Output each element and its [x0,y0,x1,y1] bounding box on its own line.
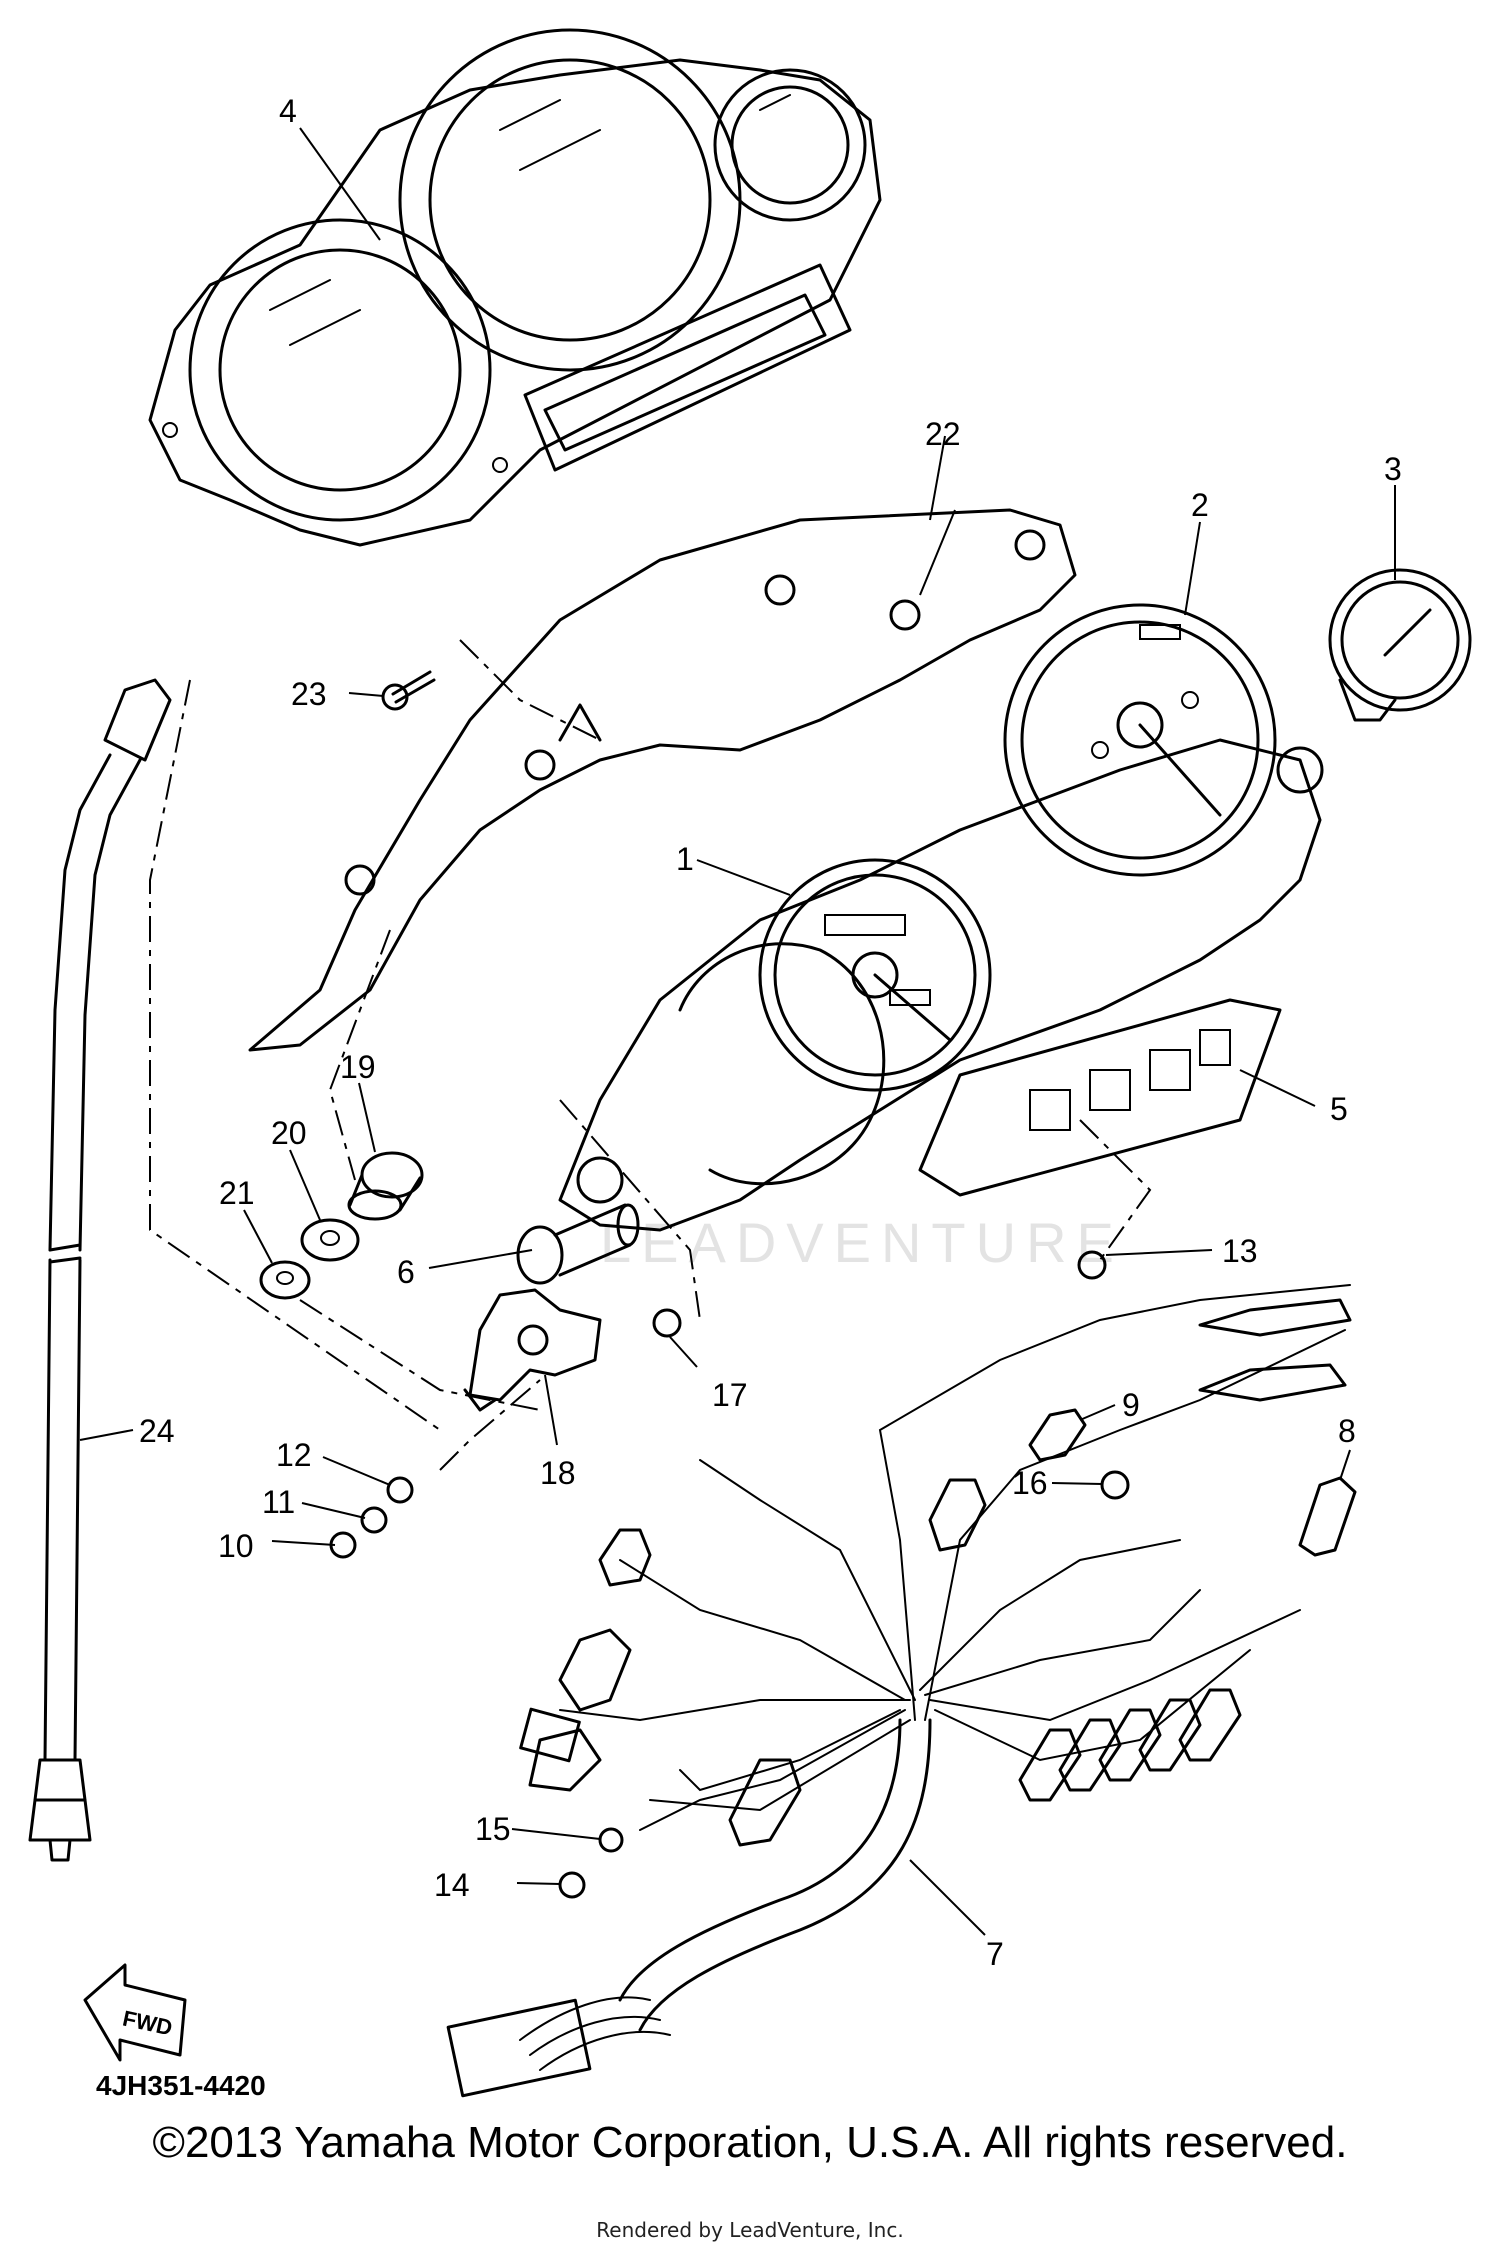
leader-lines [79,127,1396,1936]
callout-5: 5 [1330,1091,1348,1127]
watermark-text: LEADVENTURE [600,1211,1124,1274]
wire-harness [446,1284,1352,2098]
indicator-panel [918,998,1282,1197]
callout-2: 2 [1191,487,1209,523]
washer-12 [386,1476,414,1504]
callout-6: 6 [397,1254,415,1290]
lock-washer-15 [598,1827,624,1853]
callout-8: 8 [1338,1413,1356,1449]
callout-1: 1 [676,841,694,877]
callout-3: 3 [1384,451,1402,487]
callout-16: 16 [1012,1465,1048,1501]
assembly-guide-lines [149,639,1152,1471]
rendered-by-credit: Rendered by LeadVenture, Inc. [596,2218,904,2242]
callout-11: 11 [262,1484,295,1520]
washer [300,1218,360,1262]
callout-24: 24 [139,1413,175,1449]
tachometer [1003,603,1277,877]
screw-14 [558,1871,586,1899]
bulb-8 [1298,1476,1357,1557]
lock-washer-11 [360,1506,388,1534]
grommet [347,1151,424,1221]
nut [259,1260,311,1300]
meter-case [558,738,1324,1232]
screw-13 [1077,1250,1107,1280]
screw-23 [381,670,436,711]
callout-17: 17 [712,1377,748,1413]
fwd-label: FWD [120,2006,174,2041]
speedometer [758,858,992,1092]
callout-4: 4 [279,93,297,129]
callout-23: 23 [291,676,327,712]
speedometer-cable [28,678,172,1862]
callout-12: 12 [276,1437,312,1473]
fuel-gauge [1328,568,1472,722]
callout-18: 18 [540,1455,576,1491]
meter-cover [148,28,882,547]
callout-21: 21 [219,1175,255,1211]
bracket-stay [248,508,1077,1052]
callout-20: 20 [271,1115,307,1151]
screw-17 [652,1308,682,1338]
copyright-notice: ©2013 Yamaha Motor Corporation, U.S.A. A… [152,2118,1348,2167]
screw-16 [1100,1470,1130,1500]
callout-15: 15 [475,1811,511,1847]
callout-9: 9 [1122,1387,1140,1423]
callout-14: 14 [434,1867,470,1903]
speedometer-gear-unit [463,1288,602,1412]
callout-13: 13 [1222,1233,1258,1269]
callout-7: 7 [986,1936,1004,1972]
callout-19: 19 [340,1049,376,1085]
drive-gear [516,1203,640,1285]
callout-labels: 1 2 3 4 5 6 7 8 9 10 11 12 13 14 15 16 1… [139,93,1402,1972]
callout-10: 10 [218,1528,254,1564]
bulb-9 [1028,1408,1087,1462]
callout-22: 22 [925,416,961,452]
diagram-code: 4JH351-4420 [96,2070,266,2101]
fwd-arrow-icon: FWD [83,1963,187,2062]
